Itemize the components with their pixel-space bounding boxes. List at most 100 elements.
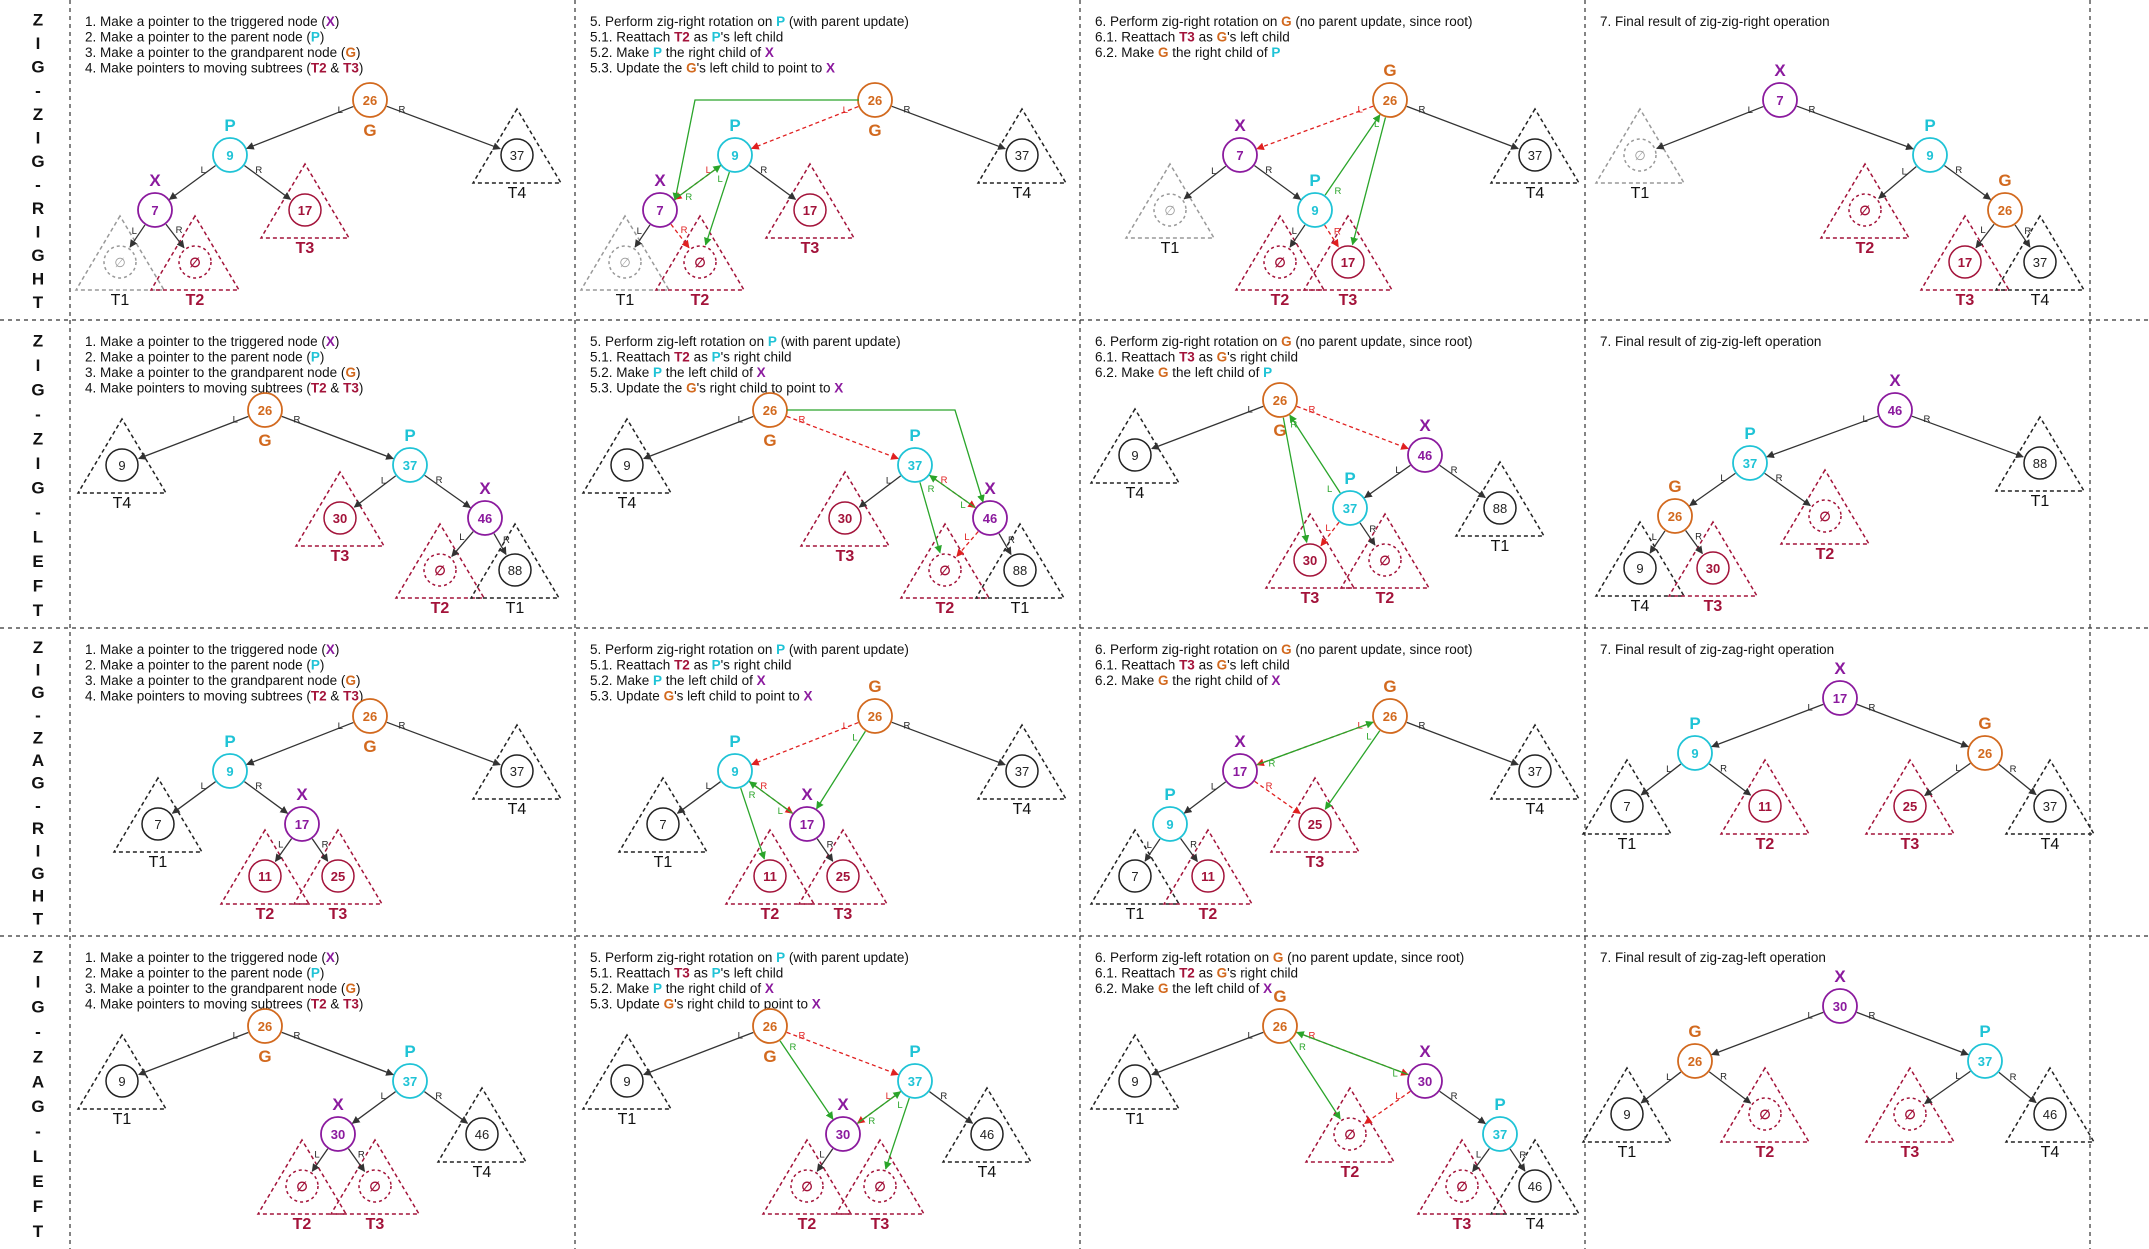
edge-neutral xyxy=(281,415,394,460)
subtree-value: 37 xyxy=(1015,148,1029,163)
edge-neutral xyxy=(1878,166,1917,199)
subtree-root-t1 xyxy=(1118,859,1152,893)
edge-label: R xyxy=(1720,1071,1727,1082)
edge-label: L xyxy=(1357,104,1362,115)
subtree-label-t4: T4 xyxy=(1526,1216,1545,1233)
node-p xyxy=(1297,192,1333,228)
node-label-x: X xyxy=(984,479,996,498)
subtree-value: 46 xyxy=(1528,1179,1542,1194)
edge-neutral xyxy=(311,838,329,862)
node-g xyxy=(1967,735,2003,771)
node-x xyxy=(789,806,825,842)
row-label-letter: I xyxy=(36,356,41,375)
subtree-root-t2 xyxy=(285,1169,319,1203)
edge-label: R xyxy=(1308,1031,1315,1042)
subtree-value: ∅ xyxy=(369,1179,380,1194)
subtree-label-t1: T1 xyxy=(1631,185,1650,202)
subtree-root-t2 xyxy=(928,553,962,587)
edge-label: R xyxy=(903,720,910,731)
row-label-letter: - xyxy=(35,706,41,725)
node-label-x: X xyxy=(296,785,308,804)
subtree-root-t1 xyxy=(103,245,137,279)
node-g xyxy=(1262,382,1298,418)
node-value: 37 xyxy=(908,458,922,473)
row-label-letter: F xyxy=(33,1197,43,1216)
subtree-value: ∅ xyxy=(874,1179,885,1194)
edge-neutral xyxy=(138,415,249,460)
edge-label: L xyxy=(1366,732,1371,743)
row-label-letter: E xyxy=(32,552,43,571)
subtree-value: 9 xyxy=(118,458,125,473)
subtree-value: 7 xyxy=(659,817,666,832)
node-p xyxy=(1732,445,1768,481)
edge-label: R xyxy=(255,165,262,176)
subtree-root-t4 xyxy=(1005,754,1039,788)
subtree-label-t3: T3 xyxy=(296,240,315,257)
node-p xyxy=(392,447,428,483)
row-label-letter: Z xyxy=(33,948,43,967)
edge-green xyxy=(1282,417,1310,544)
edge-neutral xyxy=(816,1148,834,1172)
subtree-triangle-t2 xyxy=(256,1138,348,1215)
subtree-triangle-t4 xyxy=(436,1086,528,1163)
edge-label: R xyxy=(255,781,262,792)
subtree-root-t2 xyxy=(753,859,787,893)
subtree-label-t2: T2 xyxy=(1756,1144,1775,1161)
edge-neutral xyxy=(891,721,1006,766)
node-value: 26 xyxy=(1273,1019,1287,1034)
edge-red xyxy=(786,1031,899,1076)
subtree-value: ∅ xyxy=(1904,1107,1915,1122)
subtree-root-t3 xyxy=(1445,1169,1479,1203)
edge-label: L xyxy=(1393,1068,1398,1079)
subtree-value: 46 xyxy=(980,1127,994,1142)
subtree-root-t3 xyxy=(1293,543,1327,577)
edge-label: L xyxy=(314,1150,319,1161)
subtree-root-t3 xyxy=(358,1169,392,1203)
node-x xyxy=(467,500,503,536)
edge-label: L xyxy=(1652,532,1657,543)
edge-label: R xyxy=(1868,1011,1875,1022)
subtree-label-t2: T2 xyxy=(798,1216,817,1233)
edge-neutral xyxy=(1764,472,1811,507)
subtree-label-t3: T3 xyxy=(329,906,348,923)
edge-neutral xyxy=(634,224,651,248)
edge-label: R xyxy=(1190,839,1197,850)
edge-label: R xyxy=(760,781,767,792)
node-value: 30 xyxy=(331,1127,345,1142)
edge-green xyxy=(1256,720,1374,766)
row-label-letter: T xyxy=(33,601,44,620)
subtree-root-t1 xyxy=(2023,446,2057,480)
subtree-label-t3: T3 xyxy=(366,1216,385,1233)
subtree-triangle-t2 xyxy=(1779,468,1871,545)
edge-neutral xyxy=(165,223,185,249)
subtree-triangle-t3 xyxy=(1269,776,1361,853)
edge-label: R xyxy=(503,535,510,546)
row-label-letter: A xyxy=(32,1072,44,1091)
subtree-value: 25 xyxy=(1308,817,1322,832)
subtree-value: 9 xyxy=(1636,561,1643,576)
node-g xyxy=(1677,1043,1713,1079)
edge-neutral xyxy=(643,1031,754,1076)
subtree-label-t2: T2 xyxy=(761,906,780,923)
node-label-p: P xyxy=(1744,424,1755,443)
row-label-letter: - xyxy=(35,175,41,194)
node-p xyxy=(392,1063,428,1099)
edge-label: L xyxy=(1395,465,1400,476)
edge-label: R xyxy=(435,1091,442,1102)
subtree-root-t1 xyxy=(498,553,532,587)
subtree-root-t1 xyxy=(1153,193,1187,227)
subtree-root-t2 xyxy=(1191,859,1225,893)
edge-label: R xyxy=(1451,1091,1458,1102)
edge-label: L xyxy=(738,1031,743,1042)
subtree-triangle-t2 xyxy=(654,214,746,291)
edge-label: R xyxy=(1720,763,1727,774)
edge-label: L xyxy=(338,721,343,732)
subtree-root-t4 xyxy=(1518,1169,1552,1203)
subtree-triangle-t4 xyxy=(1489,1138,1581,1215)
subtree-root-t4 xyxy=(2033,1097,2067,1131)
subtree-value: 46 xyxy=(2043,1107,2057,1122)
subtree-label-t4: T4 xyxy=(473,1164,492,1181)
subtree-value: 11 xyxy=(763,869,777,884)
edge-label: L xyxy=(1955,763,1960,774)
row-label-letter: E xyxy=(32,1172,43,1191)
